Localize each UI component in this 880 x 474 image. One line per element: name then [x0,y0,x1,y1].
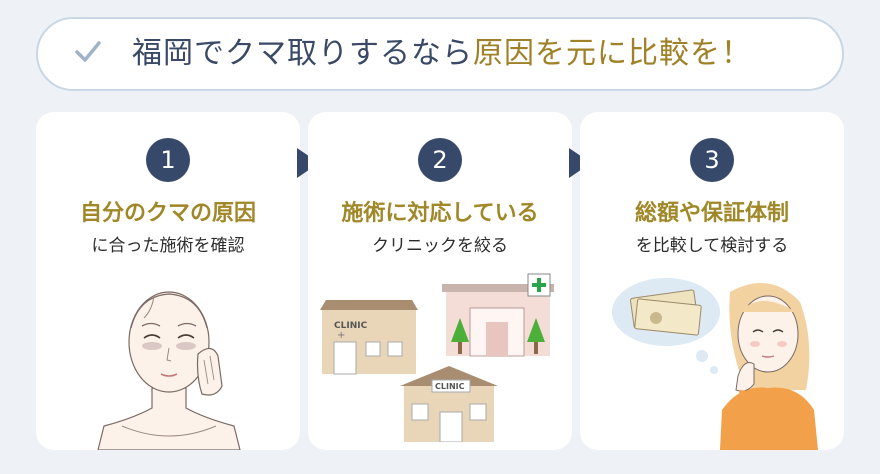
step-number-badge: 1 [146,138,190,182]
clinic-sign-text: CLINIC [334,321,368,331]
step-number-badge: 3 [690,138,734,182]
woman-thinking-money-illustration [612,278,818,450]
step-number-badge: 2 [418,138,462,182]
check-icon [75,41,101,62]
svg-text:+: + [337,330,345,341]
step-heading: 総額や保証体制 [634,201,789,226]
step-subheading: を比較して検討する [635,236,789,256]
step-card-2: 2 施術に対応している クリニックを絞る CLINIC + CLINIC [308,112,572,450]
title-highlight: 原因を元に比較を！ [473,36,752,71]
step-subheading: に合った施術を確認 [91,236,245,256]
step-heading: 施術に対応している [341,201,539,226]
step-heading: 自分のクマの原因 [79,201,256,226]
clinic-sign-text: CLINIC [435,382,465,391]
step-card-3: 3 総額や保証体制 を比較して検討する [580,112,844,450]
page-title: 福岡でクマ取りするなら原因を元に比較を！ [132,19,752,89]
title-banner: 福岡でクマ取りするなら原因を元に比較を！ [36,17,844,91]
woman-touching-face-illustration [97,291,241,450]
step-subheading: クリニックを絞る [372,236,508,256]
step-card-1: 1 自分のクマの原因 に合った施術を確認 [36,112,300,450]
clinic-buildings-illustration: CLINIC + CLINIC [320,273,554,442]
title-primary: 福岡でクマ取りするなら [132,36,473,71]
